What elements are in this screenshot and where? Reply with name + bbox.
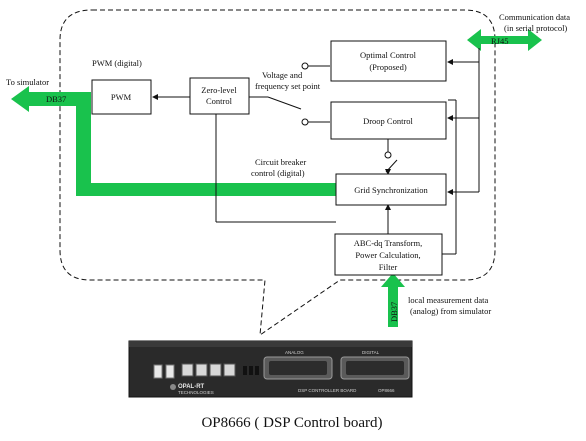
signal-wires	[152, 48, 480, 255]
ethernet-port-icon	[181, 363, 194, 377]
jumper-icon	[255, 366, 259, 375]
abc-label-2: Power Calculation,	[355, 250, 420, 260]
comm-data-label-2: (in serial protocol)	[504, 23, 567, 33]
device-board-name: DSP CONTROLLER BOARD	[298, 388, 357, 393]
device-port-label-2: DIGITAL	[362, 350, 380, 355]
optimal-control-label-2: (Proposed)	[369, 62, 406, 72]
pwm-block-label: PWM	[111, 92, 132, 102]
usb-port-icon	[153, 364, 163, 379]
bus-local-measurement	[381, 273, 405, 327]
bus-to-simulator	[11, 86, 91, 112]
db37-bottom-label: DB37	[389, 302, 399, 322]
bus-pwm-to-grid-sync	[76, 99, 336, 196]
jumper-icon	[249, 366, 253, 375]
usb-port-icon	[165, 364, 175, 379]
breaker-label-2: control (digital)	[251, 168, 305, 178]
local-measurement-label-2: (analog) from simulator	[410, 306, 491, 316]
bus-rj45	[467, 29, 542, 51]
op8666-device: OPAL-RT TECHNOLOGIES DSP CONTROLLER BOAR…	[128, 340, 413, 398]
opal-rt-logo-icon	[170, 384, 176, 390]
abc-label-1: ABC-dq Transform,	[354, 238, 422, 248]
droop-control-block: Droop Control	[330, 101, 447, 140]
to-simulator-label: To simulator	[6, 77, 49, 87]
ethernet-port-icon	[223, 363, 236, 377]
optimal-control-block: Optimal Control (Proposed)	[330, 40, 447, 82]
droop-control-label: Droop Control	[363, 116, 413, 126]
device-model-tag: OP8666	[378, 388, 395, 393]
zero-level-label-2: Control	[206, 96, 233, 106]
optimal-control-label-1: Optimal Control	[360, 50, 417, 60]
abc-label-3: Filter	[379, 262, 398, 272]
zero-level-label-1: Zero-level	[201, 85, 237, 95]
pwm-digital-label: PWM (digital)	[92, 58, 142, 68]
ethernet-port-icon	[209, 363, 222, 377]
zero-level-control-block: Zero-level Control	[189, 77, 250, 115]
ethernet-port-icon	[195, 363, 208, 377]
comm-data-label-1: Communication data	[499, 12, 570, 22]
device-brand-sub-label: TECHNOLOGIES	[178, 390, 214, 395]
breaker-label-1: Circuit breaker	[255, 157, 306, 167]
voltage-setpoint-label-2: frequency set point	[255, 81, 321, 91]
device-brand-label: OPAL-RT	[178, 384, 205, 390]
pwm-block: PWM	[91, 79, 152, 115]
rj45-label: RJ45	[491, 36, 508, 46]
jumper-icon	[243, 366, 247, 375]
grid-synchronization-block: Grid Synchronization	[335, 173, 447, 206]
diagram-caption: OP8666 ( DSP Control board)	[201, 415, 382, 431]
db37-left-label: DB37	[46, 94, 66, 104]
grid-sync-label: Grid Synchronization	[354, 185, 428, 195]
voltage-setpoint-label-1: Voltage and	[262, 70, 303, 80]
abc-dq-transform-block: ABC-dq Transform, Power Calculation, Fil…	[334, 233, 443, 276]
device-port-label-1: ANALOG	[285, 350, 304, 355]
local-measurement-label-1: local measurement data	[408, 295, 488, 305]
